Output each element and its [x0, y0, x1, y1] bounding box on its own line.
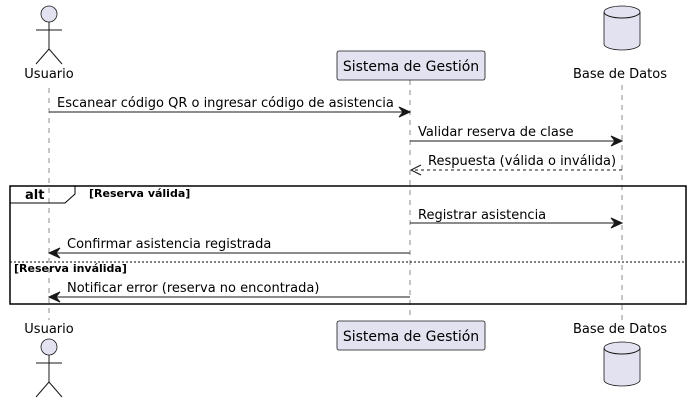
participant-label-sistema: Sistema de Gestión: [343, 59, 479, 75]
database-icon: [603, 5, 641, 51]
participant-sistema-top: Sistema de Gestión: [336, 50, 486, 81]
message-escanear: Escanear código QR o ingresar código de …: [49, 96, 412, 118]
fragment-guard-invalid: [Reserva inválida]: [14, 262, 127, 275]
fragment-tab: [10, 185, 76, 204]
message-label: Confirmar asistencia registrada: [67, 237, 271, 252]
fragment-guard-valid: [Reserva válida]: [89, 187, 190, 200]
participant-label-sistema: Sistema de Gestión: [343, 329, 479, 345]
message-registrar: Registrar asistencia: [410, 208, 624, 229]
participant-base-bottom: Base de Datos: [573, 322, 667, 387]
actor-icon: [35, 338, 63, 398]
message-notificar-error: Notificar error (reserva no encontrada): [47, 281, 410, 303]
participant-base-top: Base de Datos: [573, 5, 667, 82]
participant-label-base: Base de Datos: [573, 322, 667, 337]
participant-box: [336, 320, 486, 351]
message-label: Registrar asistencia: [418, 208, 546, 223]
message-label: Escanear código QR o ingresar código de …: [57, 96, 394, 111]
participant-label-usuario: Usuario: [24, 67, 73, 82]
message-label: Validar reserva de clase: [418, 125, 574, 140]
alt-fragment: alt [Reserva válida] [Reserva inválida]: [9, 185, 687, 305]
actor-usuario-bottom: Usuario: [24, 322, 74, 398]
actor-usuario-top: Usuario: [24, 5, 74, 82]
message-validar: Validar reserva de clase: [410, 125, 624, 147]
message-label: Respuesta (válida o inválida): [428, 154, 616, 169]
participant-label-base: Base de Datos: [573, 67, 667, 82]
actor-icon: [35, 5, 63, 65]
fragment-frame: [9, 185, 687, 305]
fragment-operator: alt: [25, 188, 44, 203]
message-respuesta: Respuesta (válida o inválida): [409, 154, 622, 176]
participant-label-usuario: Usuario: [24, 322, 73, 337]
participant-box: [336, 50, 486, 81]
participant-sistema-bottom: Sistema de Gestión: [336, 320, 486, 351]
message-label: Notificar error (reserva no encontrada): [67, 281, 319, 296]
database-icon: [603, 341, 641, 387]
message-confirmar: Confirmar asistencia registrada: [47, 237, 410, 259]
